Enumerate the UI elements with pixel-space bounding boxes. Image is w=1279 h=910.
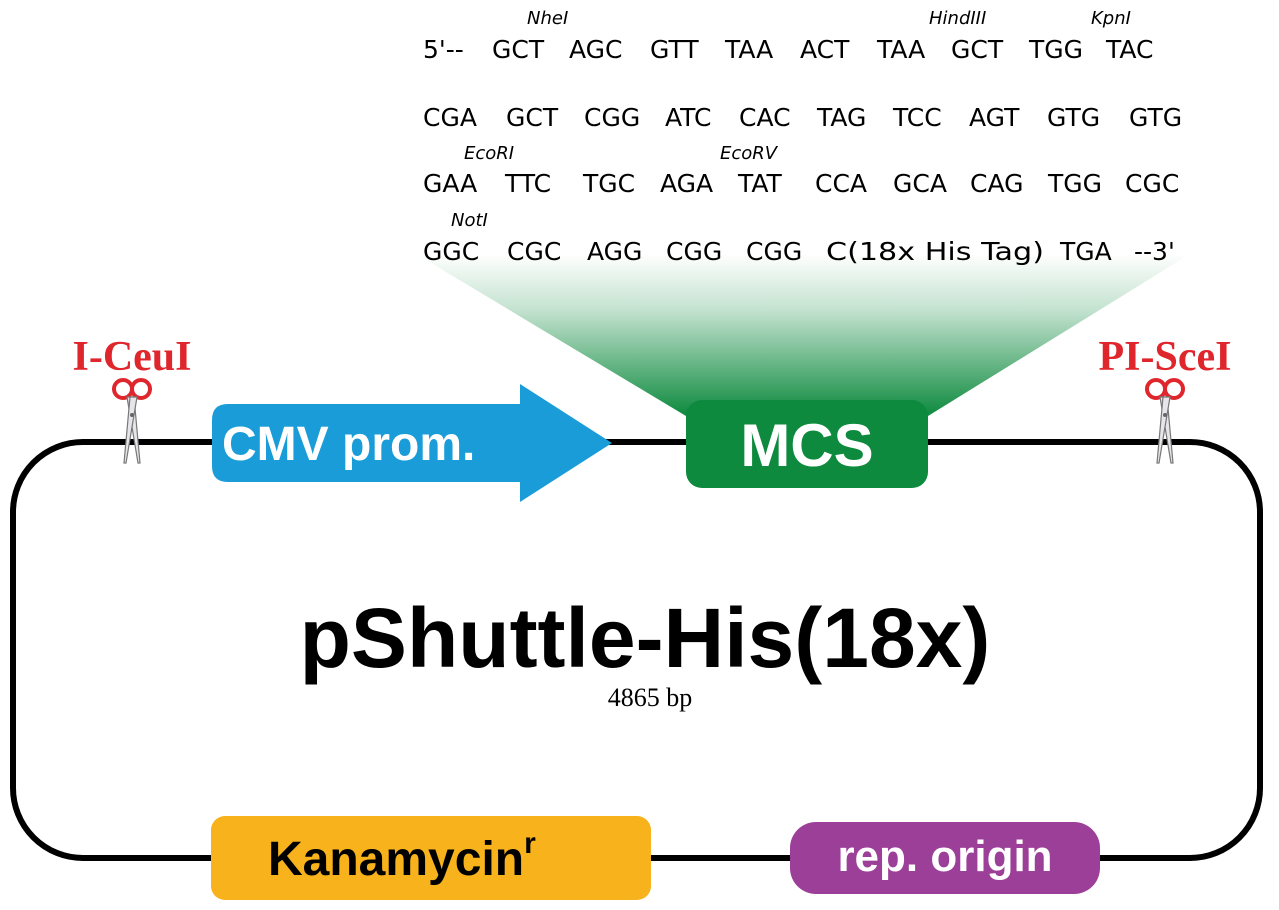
codon: TGG: [1028, 35, 1083, 64]
mcs-sequence: 5'-- GCT AGC GTT TAA ACT TAA GCT TGG TAC…: [423, 35, 1182, 266]
enzyme-label-ecori: EcoRI: [464, 143, 514, 164]
codon: ACT: [800, 35, 850, 64]
codon: CGC: [1125, 169, 1179, 198]
scissors-icon: [112, 378, 152, 465]
codon: TGC: [582, 169, 635, 198]
codon: CGC: [507, 237, 561, 266]
origin-label: rep. origin: [837, 832, 1052, 881]
codon: AGA: [660, 169, 713, 198]
codon: TGA: [1059, 237, 1112, 266]
mcs-label: MCS: [740, 412, 873, 479]
rep-origin-box: rep. origin: [790, 822, 1100, 894]
codon: ATC: [665, 103, 711, 132]
enzyme-label-ecorv: EcoRV: [720, 143, 779, 164]
codon: TCC: [892, 103, 942, 132]
codon: CGG: [746, 237, 802, 266]
mcs-box: MCS: [686, 400, 928, 488]
codon: 5'--: [423, 35, 464, 64]
codon: CGG: [584, 103, 640, 132]
codon: AGG: [587, 237, 642, 266]
codon: GCA: [893, 169, 947, 198]
codon: CGG: [666, 237, 722, 266]
codon: GTG: [1047, 103, 1100, 132]
codon: GTG: [1129, 103, 1182, 132]
enzyme-label-nhei: NheI: [527, 8, 568, 29]
codon: TAA: [724, 35, 773, 64]
codon: TAG: [816, 103, 866, 132]
codon: CCA: [815, 169, 867, 198]
codon: CAG: [970, 169, 1024, 198]
codon: TAC: [1105, 35, 1153, 64]
resistance-label: Kanamycinr: [268, 827, 536, 886]
enzyme-label-kpni: KpnI: [1091, 8, 1131, 29]
kanamycin-box: Kanamycinr: [211, 816, 651, 900]
sequence-row-1: 5'-- GCT AGC GTT TAA ACT TAA GCT TGG TAC: [423, 35, 1153, 64]
plasmid-size: 4865 bp: [608, 683, 693, 712]
codon: GAA: [423, 169, 477, 198]
codon: AGC: [569, 35, 623, 64]
scissors-icon: [1145, 378, 1185, 465]
sequence-row-2: CGA GCT CGG ATC CAC TAG TCC AGT GTG GTG: [423, 103, 1182, 132]
codon: TAT: [737, 169, 782, 198]
codon: GTT: [650, 35, 699, 64]
codon: GCT: [506, 103, 559, 132]
sequence-row-3: GAA TTC TGC AGA TAT CCA GCA CAG TGG CGC: [423, 169, 1179, 198]
codon: TAA: [876, 35, 925, 64]
codon: GGC: [423, 237, 479, 266]
codon: GCT: [492, 35, 545, 64]
codon: CAC: [739, 103, 791, 132]
codon: GCT: [951, 35, 1004, 64]
promoter-label: CMV prom.: [222, 418, 475, 471]
plasmid-name: pShuttle-His(18x): [300, 591, 991, 685]
codon: TTC: [504, 169, 551, 198]
cmv-promoter-arrow: CMV prom.: [212, 384, 612, 502]
codon: AGT: [969, 103, 1020, 132]
codon: TGG: [1047, 169, 1102, 198]
site-label-left: I-CeuI: [72, 334, 191, 380]
enzyme-label-hindiii: HindIII: [929, 8, 986, 29]
sequence-row-4: GGC CGC AGG CGG CGG C(18x His Tag) TGA -…: [423, 237, 1175, 266]
mcs-expansion-fan: [416, 254, 1190, 416]
site-label-right: PI-SceI: [1099, 334, 1232, 380]
enzyme-label-noti: NotI: [451, 210, 488, 231]
codon: --3': [1134, 237, 1175, 266]
his-tag-codon: C(18x His Tag): [826, 237, 1044, 266]
codon: CGA: [423, 103, 477, 132]
